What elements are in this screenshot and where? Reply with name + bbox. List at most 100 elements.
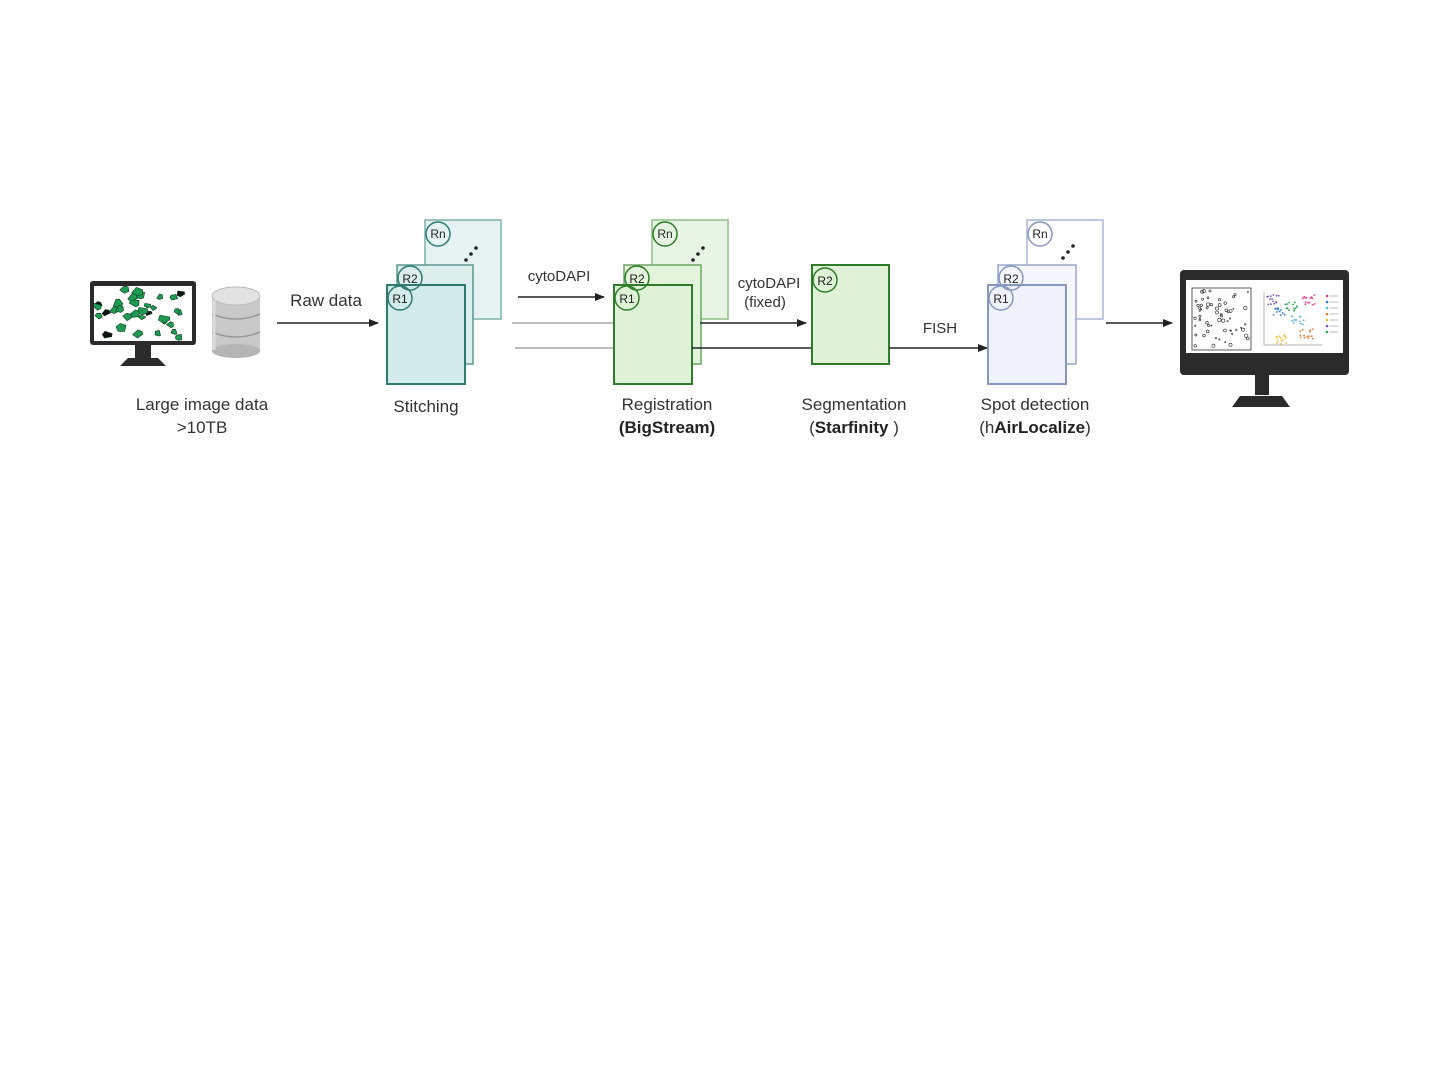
legend-swatch [1325, 318, 1329, 322]
cell-shape [94, 312, 103, 320]
scatter-dot [1284, 337, 1287, 340]
tissue-mark [1223, 328, 1227, 333]
tissue-mark [1218, 298, 1222, 302]
scatter-dot [1271, 298, 1273, 300]
segmentation-stage-label: Segmentation (Starfinity ) [784, 393, 924, 439]
scatter-dot [1303, 336, 1306, 339]
scatter-dot [1293, 309, 1296, 312]
cell-shape [101, 330, 113, 339]
spot-detection-label: Spot detection [980, 395, 1090, 414]
round-label-rn: Rn [1032, 227, 1047, 241]
segmentation-tool: (Starfinity ) [809, 418, 899, 437]
tissue-mark [1196, 303, 1200, 307]
scatter-dot [1302, 319, 1305, 322]
scatter-dot [1267, 303, 1270, 306]
tissue-mark [1198, 309, 1201, 312]
tissue-mark [1223, 301, 1227, 305]
round-label-rn: Rn [657, 227, 672, 241]
tissue-mark [1200, 308, 1203, 311]
tissue-mark [1193, 344, 1197, 348]
raw-data-label: Raw data [290, 291, 362, 310]
scatter-dot [1288, 301, 1290, 304]
tissue-mark [1228, 309, 1233, 313]
spot-detection-stage-label: Spot detection (hAirLocalize) [960, 393, 1110, 439]
results-monitor-icon [1180, 270, 1349, 407]
scatter-dot [1279, 314, 1282, 316]
registration-stack [613, 219, 729, 385]
scatter-dot [1277, 294, 1280, 297]
tissue-mark [1205, 321, 1209, 325]
scatter-dot [1292, 303, 1294, 306]
scatter-dot [1311, 328, 1314, 330]
tissue-mark [1206, 302, 1211, 307]
scatter-dot [1299, 336, 1302, 339]
cell-shape [129, 309, 140, 318]
cytodapi-label: cytoDAPI [527, 268, 591, 285]
scatter-dot [1291, 320, 1293, 322]
scatter-dot [1299, 330, 1302, 332]
scatter-dot [1281, 339, 1284, 342]
cell-shape [128, 299, 140, 308]
legend-swatch [1325, 330, 1329, 334]
cell-shape [101, 309, 111, 317]
cell-shape [174, 334, 183, 341]
scatter-dot [1275, 294, 1278, 297]
scatter-dot [1304, 297, 1307, 299]
scatter-dot [1304, 303, 1307, 306]
input-label-line2: >10TB [176, 418, 228, 437]
scatter-dot [1280, 343, 1282, 345]
scatter-dot [1299, 320, 1301, 323]
tissue-mark [1244, 333, 1249, 338]
scatter-dot [1308, 301, 1311, 304]
tissue-mark [1194, 333, 1198, 337]
scatter-dot [1292, 322, 1295, 324]
tissue-mark [1202, 334, 1206, 338]
scatter-dot [1270, 295, 1272, 297]
tissue-mark [1210, 324, 1213, 327]
scatter-dot [1300, 322, 1302, 325]
cell-shape [94, 302, 102, 311]
round-label-r1: R1 [619, 292, 635, 306]
scatter-dot [1286, 303, 1288, 305]
scatter-dot [1307, 337, 1310, 340]
scatter-dot [1272, 294, 1275, 296]
scatter-dot [1277, 340, 1279, 343]
scatter-dot [1280, 309, 1282, 311]
input-stage-label: Large image data >10TB [112, 393, 292, 439]
tissue-mark [1198, 314, 1202, 318]
round-label-r2: R2 [629, 272, 645, 286]
database-icon [211, 286, 261, 358]
tissue-mark [1221, 318, 1226, 323]
tissue-mark [1215, 310, 1219, 315]
scatter-dot [1276, 307, 1279, 309]
monitor-icon [90, 281, 196, 366]
round-label-r1: R1 [392, 292, 408, 306]
cell-shape [149, 305, 157, 311]
scatter-dot [1303, 334, 1305, 337]
cell-shape [165, 321, 174, 329]
round-label-r1: R1 [993, 292, 1009, 306]
segmentation-panel [811, 264, 890, 365]
cell-shape [143, 303, 152, 309]
round-label-rn: Rn [430, 227, 445, 241]
tissue-mark [1219, 314, 1223, 318]
tissue-mark [1194, 299, 1198, 303]
registration-stage-label: Registration (BigStream) [597, 393, 737, 439]
tissue-mark [1209, 303, 1213, 307]
scatter-dot [1304, 301, 1307, 303]
tissue-mark [1198, 306, 1202, 310]
tissue-mark [1200, 289, 1204, 294]
scatter-dot [1275, 301, 1277, 303]
tissue-mark [1205, 329, 1210, 334]
stitching-label: Stitching [393, 397, 459, 416]
tissue-mark [1217, 303, 1222, 307]
tissue-mark [1202, 289, 1206, 294]
tissue-mark [1206, 296, 1210, 300]
scatter-dot [1276, 342, 1278, 345]
scatter-dot [1293, 307, 1295, 309]
scatter-dot [1278, 310, 1281, 313]
scatter-dot [1277, 308, 1279, 311]
scatter-dot [1313, 303, 1316, 305]
scatter-dot [1306, 335, 1308, 338]
tissue-mark [1228, 342, 1233, 347]
